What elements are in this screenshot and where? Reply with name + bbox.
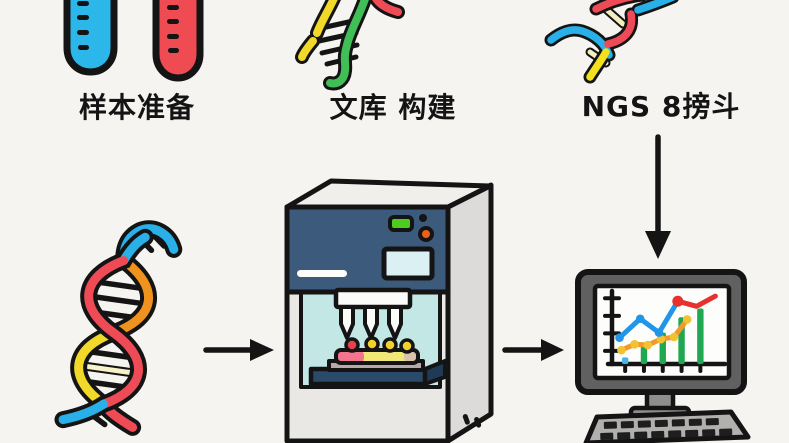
sequencer-side-panel <box>445 182 494 443</box>
power-button-orange <box>418 226 434 242</box>
test-tube-red-icon <box>152 0 204 82</box>
sample-strip <box>334 348 420 365</box>
test-tube-blue-icon <box>63 0 118 76</box>
panel-dot <box>419 214 427 222</box>
step1-label: 样本准备 <box>79 91 195 124</box>
nozzles-icon <box>339 305 403 340</box>
arrow-right-icon <box>203 339 274 361</box>
panel-slot <box>297 270 347 277</box>
dna-ngs-icon <box>544 0 679 84</box>
dna-double-helix-icon <box>54 220 183 436</box>
panel-screen <box>381 246 435 281</box>
arrow-down-icon <box>645 134 671 259</box>
keyboard-keys <box>600 417 733 441</box>
results-chart <box>603 293 718 373</box>
test-tubes-icon <box>63 0 204 82</box>
step3-label: NGS 8搒斗 <box>582 90 741 123</box>
sequencer-instrument-icon <box>284 178 494 443</box>
sample-dots <box>344 336 415 354</box>
nozzle-manifold <box>333 287 413 310</box>
monitor-with-chart-icon <box>575 269 751 443</box>
arrow-right-icon <box>502 339 564 361</box>
test-tube-red-ticks <box>167 5 179 53</box>
step2-label: 文库 构建 <box>330 91 457 124</box>
machine-feet-dashes <box>462 414 482 428</box>
indicator-light-green <box>388 215 414 232</box>
dna-library-icon <box>295 0 405 91</box>
test-tube-blue-ticks <box>77 1 89 50</box>
keyboard-icon <box>583 409 751 443</box>
